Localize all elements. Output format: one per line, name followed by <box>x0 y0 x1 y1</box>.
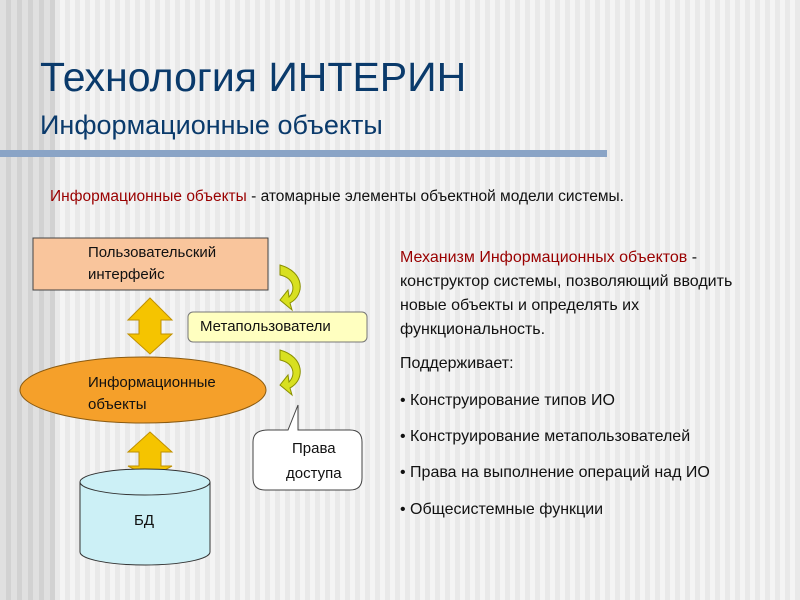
io-label-line1: Информационные <box>88 374 216 391</box>
rights-label-line2: доступа <box>286 465 342 482</box>
mechanism-term: Механизм Информационных объектов <box>400 249 688 266</box>
double-arrow-ui-io <box>126 297 174 355</box>
database-cylinder <box>79 468 211 566</box>
io-label-line2: объекты <box>88 396 147 413</box>
diagram <box>19 237 368 566</box>
bullet-item: • Общесистемные функции <box>400 501 604 518</box>
definition-rest: - атомарные элементы объектной модели си… <box>246 188 624 205</box>
mechanism-rest: - конструктор системы, позволяющий вводи… <box>400 249 733 338</box>
bullet-text: Права на выполнение операций над ИО <box>410 464 710 481</box>
definition-term: Информационные объекты <box>50 188 247 205</box>
supports-label: Поддерживает: <box>400 355 514 372</box>
decorative-band <box>0 0 55 600</box>
meta-label: Метапользователи <box>200 318 331 335</box>
ui-box <box>32 237 269 291</box>
slide-title: Технология ИНТЕРИН <box>40 54 467 100</box>
bullet-item: • Права на выполнение операций над ИО <box>400 464 710 481</box>
bullet-text: Конструирование метапользователей <box>410 428 691 445</box>
bullet-item: • Конструирование метапользователей <box>400 428 691 445</box>
bullet-text: Конструирование типов ИО <box>410 392 615 409</box>
info-objects-ellipse <box>19 356 267 424</box>
rights-label: Права доступа <box>286 436 342 486</box>
bullet-item: • Конструирование типов ИО <box>400 392 615 409</box>
slide-subtitle: Информационные объекты <box>40 110 383 140</box>
db-label: БД <box>134 512 155 529</box>
meta-box <box>187 311 368 343</box>
rights-callout <box>252 404 363 491</box>
ui-label-line2: интерфейс <box>88 266 165 283</box>
bullet-text: Общесистемные функции <box>410 501 604 518</box>
ui-label-line1: Пользовательский <box>88 244 217 261</box>
title-divider <box>0 150 607 157</box>
ui-label: Пользовательский интерфейс <box>88 242 216 286</box>
definition-text: Информационные объекты - атомарные элеме… <box>50 188 624 206</box>
curved-arrow-icon <box>279 349 301 397</box>
curved-arrow-icon <box>279 264 301 312</box>
rights-label-line1: Права <box>292 440 336 457</box>
io-label: Информационные объекты <box>88 372 216 416</box>
mechanism-text: Механизм Информационных объектов - конст… <box>400 246 780 342</box>
